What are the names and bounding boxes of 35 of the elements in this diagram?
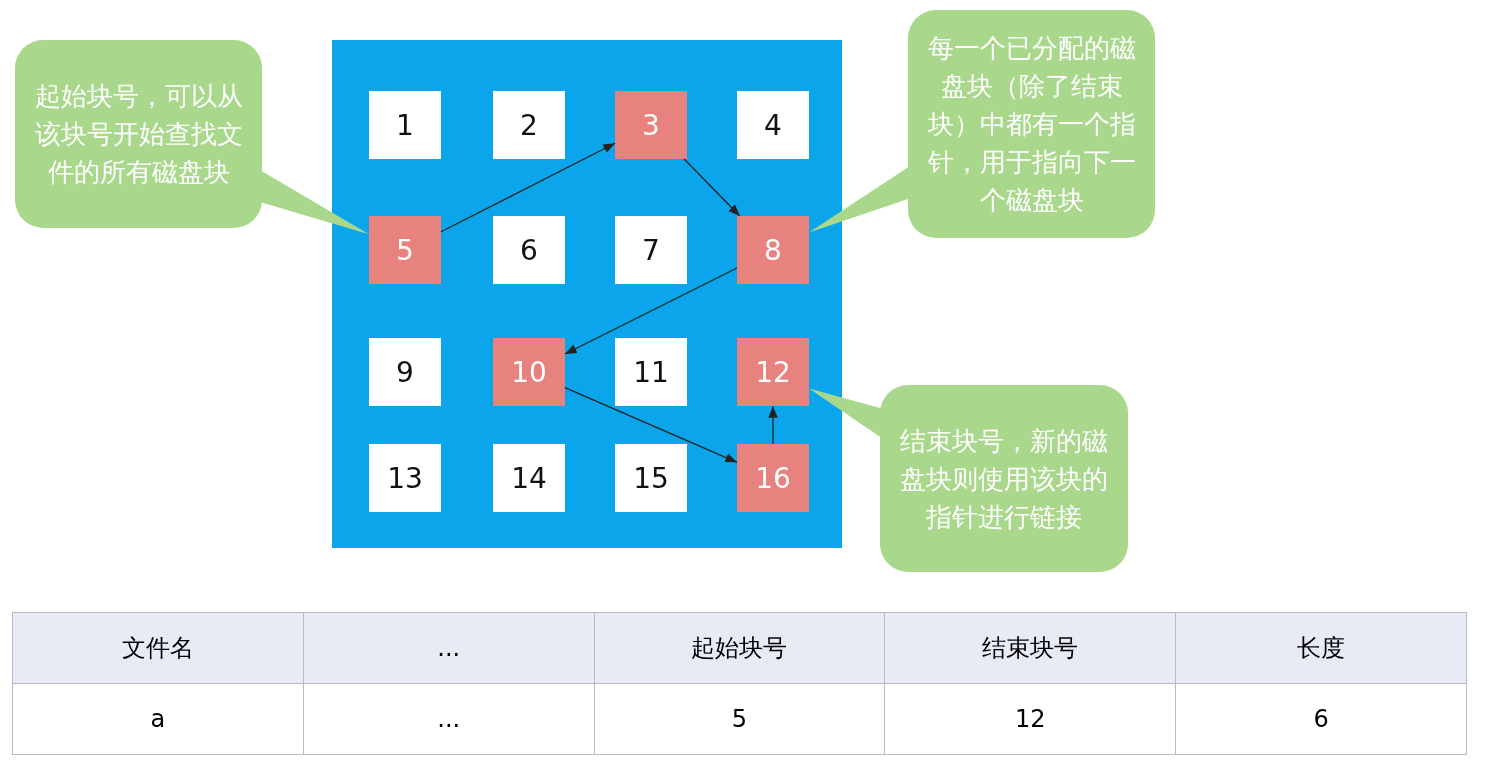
pointer-arrow — [440, 142, 616, 233]
callout-bubble: 结束块号，新的磁盘块则使用该块的指针进行链接 — [880, 385, 1128, 572]
disk-area — [332, 40, 842, 548]
disk-block: 4 — [737, 91, 809, 159]
pointer-arrow — [564, 267, 738, 355]
pointer-arrow — [683, 158, 741, 217]
allocated-disk-block: 10 — [493, 338, 565, 406]
disk-block: 7 — [615, 216, 687, 284]
allocated-disk-block: 8 — [737, 216, 809, 284]
pointer-arrow — [564, 387, 738, 463]
disk-block: 9 — [369, 338, 441, 406]
disk-block: 11 — [615, 338, 687, 406]
allocated-disk-block: 16 — [737, 444, 809, 512]
header-cell: ... — [303, 612, 595, 684]
allocated-disk-block: 12 — [737, 338, 809, 406]
disk-block: 6 — [493, 216, 565, 284]
table-cell: 6 — [1175, 683, 1467, 755]
table-cell: a — [12, 683, 304, 755]
header-cell: 文件名 — [12, 612, 304, 684]
allocated-disk-block: 3 — [615, 91, 687, 159]
callout-bubble: 起始块号，可以从该块号开始查找文件的所有磁盘块 — [15, 40, 262, 228]
disk-block: 1 — [369, 91, 441, 159]
pointer-arrow — [768, 405, 778, 445]
header-cell: 起始块号 — [594, 612, 885, 684]
disk-block: 2 — [493, 91, 565, 159]
table-cell: 5 — [594, 683, 885, 755]
disk-block: 13 — [369, 444, 441, 512]
header-cell: 长度 — [1175, 612, 1467, 684]
disk-block: 15 — [615, 444, 687, 512]
allocated-disk-block: 5 — [369, 216, 441, 284]
callout-bubble: 每一个已分配的磁盘块（除了结束块）中都有一个指针，用于指向下一个磁盘块 — [908, 10, 1155, 238]
header-cell: 结束块号 — [884, 612, 1176, 684]
disk-block: 14 — [493, 444, 565, 512]
table-cell: 12 — [884, 683, 1176, 755]
table-cell: ... — [303, 683, 595, 755]
